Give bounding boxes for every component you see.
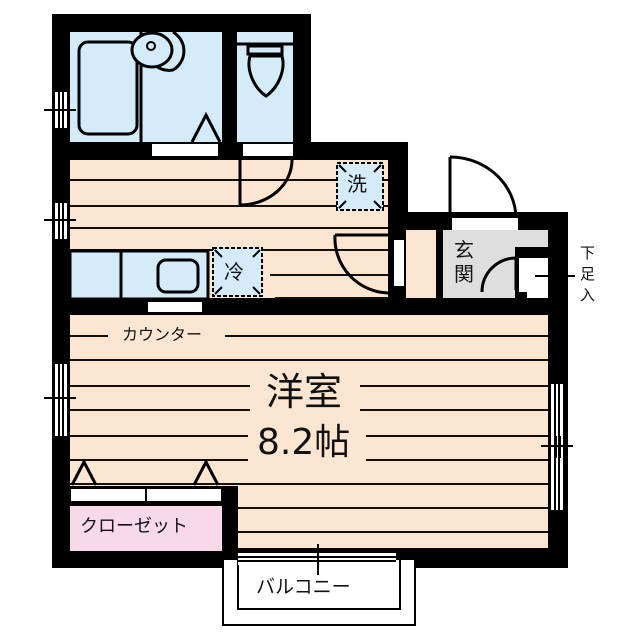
closet-interior [70, 506, 222, 551]
main-room-name: 洋室 [262, 373, 347, 411]
kitchen-sink-icon [156, 258, 200, 294]
fridge-space-icon [212, 247, 263, 297]
closet-door-right [192, 458, 220, 486]
window-right [541, 384, 573, 510]
window-left-1 [44, 92, 76, 128]
balcony-label: バルコニー [256, 576, 351, 598]
shoe-storage [527, 258, 548, 300]
washer-space-icon [336, 162, 384, 211]
hallway-floor [406, 230, 436, 300]
fridge-label: 冷 [224, 260, 244, 284]
entrance-label-1: 玄 [454, 238, 474, 262]
flooring-lines [70, 179, 548, 533]
washer-label: 洗 [347, 172, 367, 196]
shoe-storage-label-1: 下 [580, 244, 596, 262]
window-balcony [238, 544, 396, 575]
bath-door-icon [190, 111, 222, 143]
toilet-door-swing [239, 159, 294, 207]
toilet-icon [237, 42, 293, 98]
shoe-storage-label-3: 入 [580, 286, 596, 304]
counter-label: カウンター [118, 327, 207, 343]
bathtub-icon [77, 40, 139, 136]
shoe-storage-door-swing [480, 256, 517, 293]
hallway-door-swing [333, 234, 390, 295]
window-left-3 [44, 364, 76, 436]
main-room-size: 8.2帖 [253, 425, 355, 461]
window-left-2 [44, 203, 76, 239]
entrance-door-swing [449, 155, 518, 219]
shoe-storage-label-2: 足 [580, 265, 596, 283]
entrance-label-2: 関 [454, 262, 474, 286]
closet-door-left [70, 458, 98, 486]
closet-label: クローゼット [80, 516, 188, 537]
